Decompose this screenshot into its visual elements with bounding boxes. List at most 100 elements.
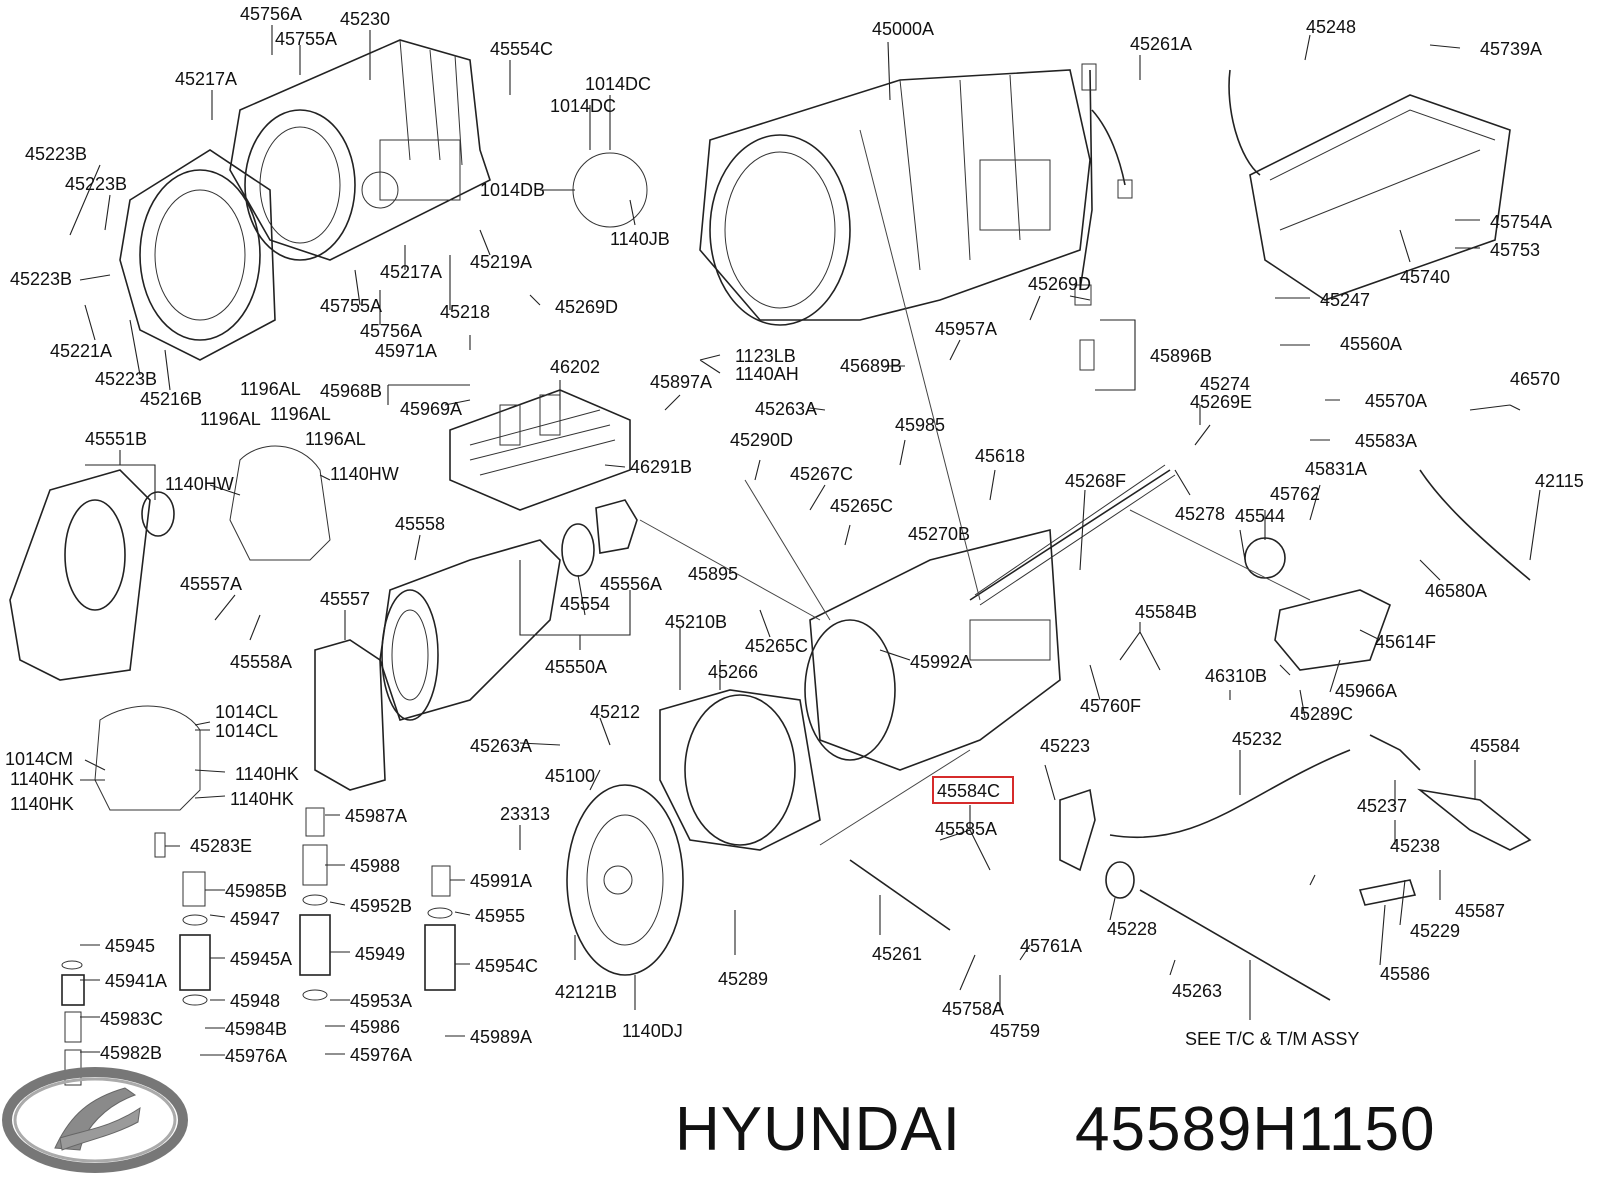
part-label: 1140AH: [735, 364, 799, 384]
oil-seal-drawing: [141, 491, 175, 537]
part-label: 45269E: [1190, 392, 1252, 412]
cable-45232-drawing: [1109, 749, 1351, 839]
part-label: 45212: [590, 702, 640, 722]
part-label: 45896B: [1150, 346, 1212, 366]
gear-45762-drawing: [1244, 537, 1286, 579]
part-label: 45947: [230, 909, 280, 929]
gasket-1196al-drawing: [229, 445, 331, 561]
shaft-45261-drawing: [849, 859, 951, 931]
part-label: 45755A: [320, 296, 382, 316]
part-label: 45984B: [225, 1019, 287, 1039]
part-label: 45290D: [730, 430, 793, 450]
transmission-assembly-drawing: [699, 69, 1091, 326]
part-label: 45554: [560, 594, 610, 614]
part-label: 45558: [395, 514, 445, 534]
transmission-case-drawing: [804, 528, 1061, 771]
part-label: 1140HW: [165, 474, 234, 494]
part-label: 45265C: [830, 496, 893, 516]
part-label: 45223: [1040, 736, 1090, 756]
part-label: 46310B: [1205, 666, 1267, 686]
part-label: 45945A: [230, 949, 292, 969]
part-label: 45550A: [545, 657, 607, 677]
part-label: 45223B: [10, 269, 72, 289]
part-label: 1014DC: [550, 96, 616, 116]
rear-case-drawing: [229, 39, 491, 261]
part-label: 1140DJ: [622, 1021, 683, 1041]
part-label: 45985: [895, 415, 945, 435]
part-label: 45261A: [1130, 34, 1192, 54]
gasket-1014dc-drawing: [572, 152, 648, 228]
wire-harness-drawing: [1074, 63, 1133, 371]
torque-converter-drawing: [566, 784, 684, 976]
part-label: 45618: [975, 446, 1025, 466]
detent-lever-drawing: [1059, 788, 1096, 872]
assembly-note: SEE T/C & T/M ASSY: [1185, 1029, 1359, 1049]
gasket-45557-drawing: [314, 639, 386, 791]
bracket-45237-drawing: [1369, 734, 1421, 771]
part-label: 45739A: [1480, 39, 1542, 59]
part-label: 45584B: [1135, 602, 1197, 622]
part-label: 45968B: [320, 381, 382, 401]
part-label: 1140HK: [10, 794, 74, 814]
part-label: 45557A: [180, 574, 242, 594]
part-label: 45223B: [65, 174, 127, 194]
part-label: 45986: [350, 1017, 400, 1037]
part-label: 45560A: [1340, 334, 1402, 354]
part-label: 45991A: [470, 871, 532, 891]
oil-filter-drawing: [1274, 589, 1391, 671]
part-label: 1014CL: [215, 702, 278, 722]
part-label: 45263A: [470, 736, 532, 756]
part-label: 45223B: [25, 144, 87, 164]
part-label: 45219A: [470, 252, 532, 272]
part-number: 45589H1150: [1075, 1095, 1436, 1164]
part-label: 45753: [1490, 240, 1540, 260]
part-label: 45953A: [350, 991, 412, 1011]
part-label: 45969A: [400, 399, 462, 419]
part-label: 45740: [1400, 267, 1450, 287]
part-label: 45268F: [1065, 471, 1126, 491]
part-label: 45945: [105, 936, 155, 956]
bushing-45556a-drawing: [595, 499, 638, 554]
part-label: 45952B: [350, 896, 412, 916]
part-label: 45217A: [175, 69, 237, 89]
part-label: 45941A: [105, 971, 167, 991]
part-label: 45289: [718, 969, 768, 989]
part-label: 45265C: [745, 636, 808, 656]
part-label: 45948: [230, 991, 280, 1011]
part-label: 45248: [1306, 17, 1356, 37]
converter-housing-drawing: [119, 149, 276, 361]
part-label: 45586: [1380, 964, 1430, 984]
part-label: 45976A: [350, 1045, 412, 1065]
part-label: 45551B: [85, 429, 147, 449]
leader-lines: [69, 25, 1541, 1056]
part-label: 45270B: [908, 524, 970, 544]
part-label: 45230: [340, 9, 390, 29]
part-label: 45274: [1200, 374, 1250, 394]
part-label: 1196AL: [200, 409, 261, 429]
part-label: 45247: [1320, 290, 1370, 310]
part-label: 45232: [1232, 729, 1282, 749]
part-label: 45949: [355, 944, 405, 964]
part-label: 1140HK: [235, 764, 299, 784]
lever-45584-drawing: [1417, 788, 1532, 851]
part-label: 1014CM: [5, 749, 73, 769]
part-label: 45267C: [790, 464, 853, 484]
hyundai-logo-icon: [2, 1067, 188, 1173]
part-label: 45957A: [935, 319, 997, 339]
part-label: 45983C: [100, 1009, 163, 1029]
part-label: 1014CL: [215, 721, 278, 741]
part-label: 45221A: [50, 341, 112, 361]
part-label: 45755A: [275, 29, 337, 49]
accumulator-parts-drawing: [61, 807, 456, 1086]
part-label: 45278: [1175, 504, 1225, 524]
part-label: 45000A: [872, 19, 934, 39]
part-label: 46580A: [1425, 581, 1487, 601]
part-label: 42121B: [555, 982, 617, 1002]
part-label: 45216B: [140, 389, 202, 409]
part-label: 45971A: [375, 341, 437, 361]
bushing-45228-drawing: [1105, 861, 1135, 899]
part-label: 45269D: [555, 297, 618, 317]
part-label: 45223B: [95, 369, 157, 389]
part-label: 45895: [688, 564, 738, 584]
part-label: 45583A: [1355, 431, 1417, 451]
